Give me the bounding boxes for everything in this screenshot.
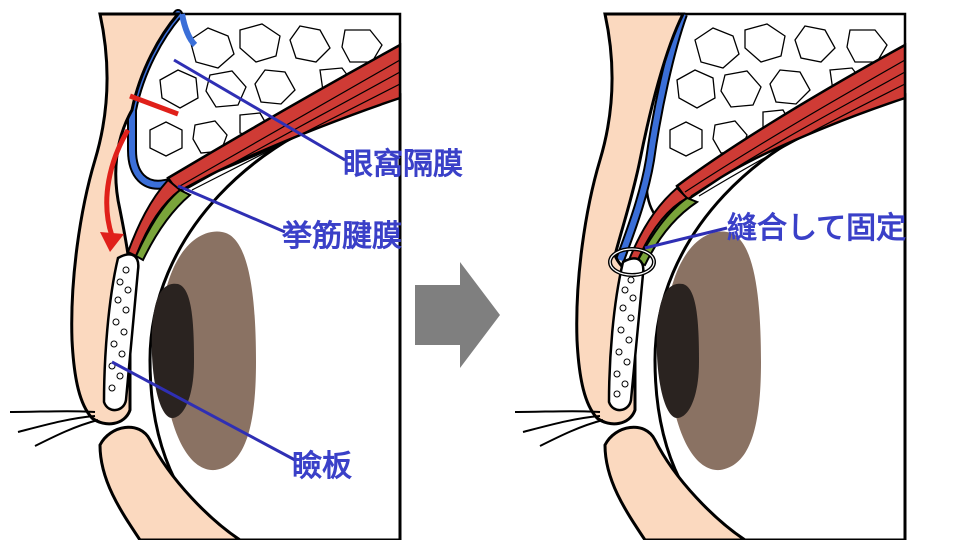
transition-arrow <box>415 262 500 368</box>
eyelashes-right <box>515 411 603 446</box>
before-panel: 眼窩隔膜 挙筋腱膜 瞼板 <box>10 14 463 540</box>
eyelashes-left <box>10 411 98 446</box>
label-suture-fixation: 縫合して固定 <box>727 211 906 246</box>
label-levator-aponeurosis: 挙筋腱膜 <box>281 219 402 254</box>
after-panel: 縫合して固定 <box>515 14 906 540</box>
label-orbital-septum: 眼窩隔膜 <box>343 147 463 182</box>
aponeurosis-left <box>128 180 180 256</box>
label-tarsus: 瞼板 <box>292 449 352 484</box>
